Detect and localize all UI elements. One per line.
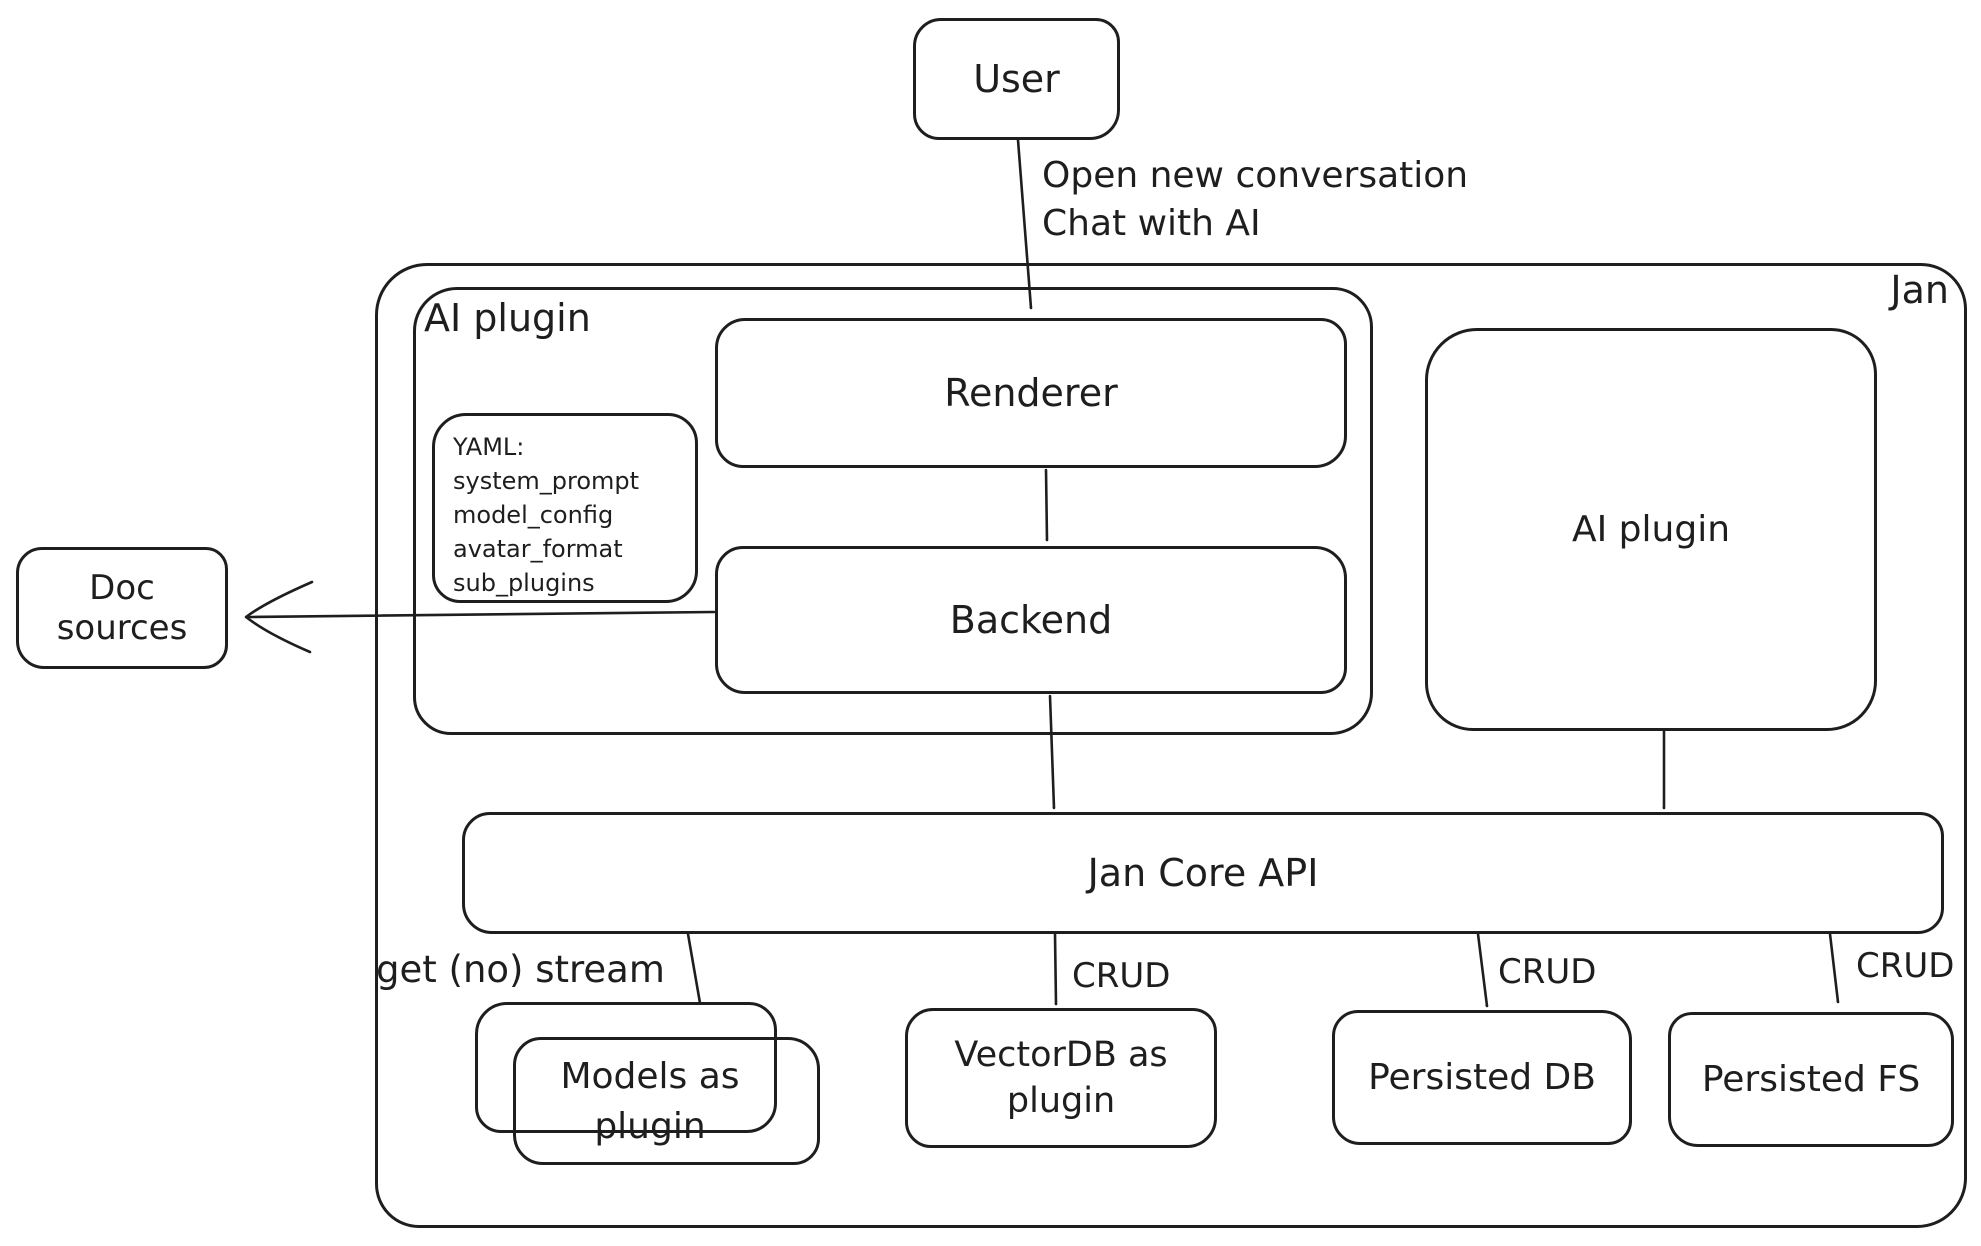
- jan-core-api-box: Jan Core API: [462, 812, 1944, 934]
- edge-label-line1: Open new conversation: [1042, 155, 1469, 196]
- user-box: User: [913, 18, 1120, 140]
- ai-plugin-left-label: AI plugin: [424, 296, 591, 340]
- models-as-plugin-box: [513, 1037, 820, 1165]
- ai-plugin-left-container: [413, 287, 1373, 735]
- persisted-db-label: Persisted DB: [1368, 1057, 1596, 1098]
- arrow-backend-to-docsources-head: [244, 580, 314, 654]
- edge-label-open-conversation: Open new conversation Chat with AI: [1042, 152, 1468, 248]
- edge-label-line2: Chat with AI: [1042, 203, 1261, 244]
- yaml-line: sub_plugins: [453, 569, 595, 597]
- renderer-label: Renderer: [944, 371, 1118, 415]
- persisted-fs-box: Persisted FS: [1668, 1012, 1954, 1147]
- models-as-plugin-label: Models as plugin: [560, 1056, 740, 1147]
- backend-label: Backend: [949, 598, 1113, 642]
- persisted-db-box: Persisted DB: [1332, 1010, 1632, 1145]
- doc-sources-label: Doc sources: [56, 568, 188, 648]
- backend-box: Backend: [715, 546, 1347, 694]
- yaml-note: YAML: system_prompt model_config avatar_…: [432, 413, 698, 603]
- vectordb-label: VectorDB as plugin: [954, 1035, 1168, 1121]
- edge-label-get-no-stream: get (no) stream: [376, 948, 665, 991]
- vectordb-box: VectorDB as plugin: [905, 1008, 1217, 1148]
- jan-label: Jan: [1890, 268, 1949, 312]
- yaml-line: avatar_format: [453, 535, 623, 563]
- ai-plugin-right-label: AI plugin: [1571, 509, 1731, 550]
- yaml-line: YAML:: [453, 433, 525, 461]
- jan-core-api-label: Jan Core API: [1087, 851, 1319, 895]
- user-label: User: [973, 57, 1060, 101]
- yaml-line: system_prompt: [453, 467, 640, 495]
- models-as-plugin-back-box: [475, 1002, 777, 1133]
- jan-container: [375, 263, 1967, 1228]
- persisted-fs-label: Persisted FS: [1701, 1059, 1921, 1100]
- ai-plugin-right-box: AI plugin: [1425, 328, 1877, 731]
- doc-sources-box: Doc sources: [16, 547, 228, 669]
- renderer-box: Renderer: [715, 318, 1347, 468]
- edge-label-crud-persisted-fs: CRUD: [1856, 946, 1955, 986]
- edge-label-crud-vectordb: CRUD: [1072, 956, 1171, 996]
- yaml-line: model_config: [453, 501, 614, 529]
- edge-label-crud-persisted-db: CRUD: [1498, 952, 1597, 992]
